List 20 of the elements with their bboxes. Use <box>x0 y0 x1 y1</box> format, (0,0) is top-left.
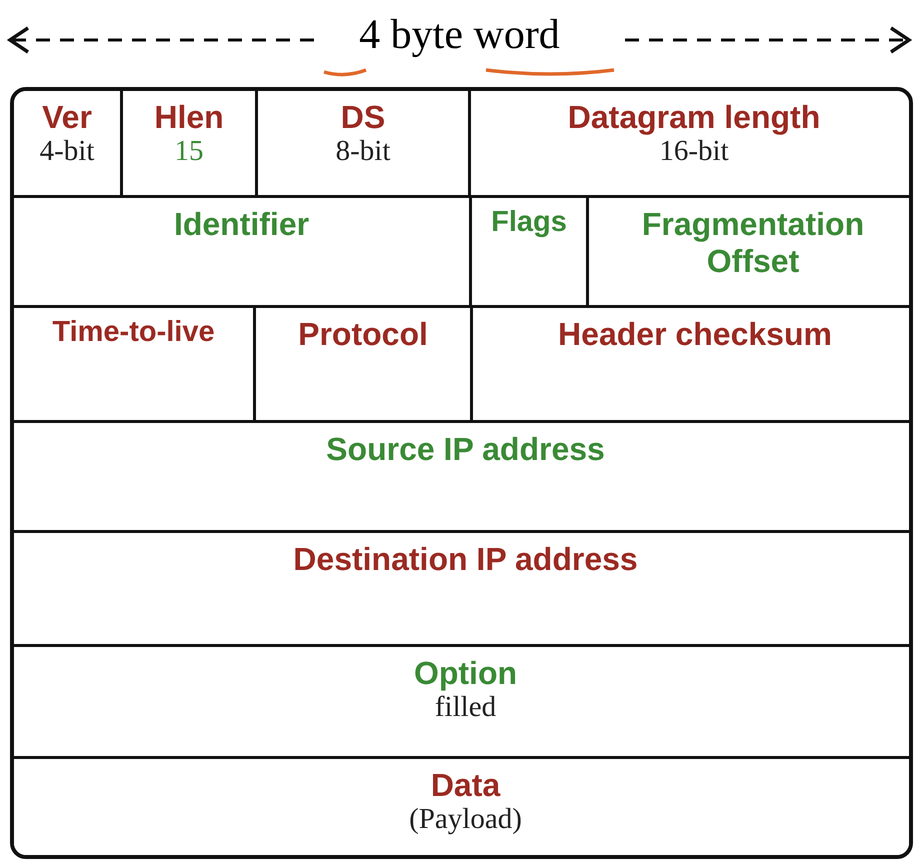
field-size: (Payload) <box>409 804 522 836</box>
field-name: Time-to-live <box>52 316 215 350</box>
field-name: Header checksum <box>558 316 832 353</box>
field-size: filled <box>434 692 496 724</box>
field-name: Identifier <box>174 206 310 243</box>
field-size: 8-bit <box>336 136 390 168</box>
field-size: 16-bit <box>659 136 729 168</box>
field-name: DS <box>340 99 386 136</box>
field-name: Protocol <box>298 316 428 353</box>
field-size: 4-bit <box>40 136 94 168</box>
field-name: Flags <box>491 206 567 240</box>
field-name: Source IP address <box>326 431 605 468</box>
field-name: Option <box>414 655 518 692</box>
field-name: Data <box>430 767 500 804</box>
field-name: Hlen <box>154 99 224 136</box>
field-name: Destination IP address <box>293 541 638 578</box>
field-name: Ver <box>42 99 92 136</box>
field-size: 15 <box>174 136 204 168</box>
field-name: Datagram length <box>568 99 820 136</box>
field-name: Fragmentation Offset <box>640 206 866 280</box>
